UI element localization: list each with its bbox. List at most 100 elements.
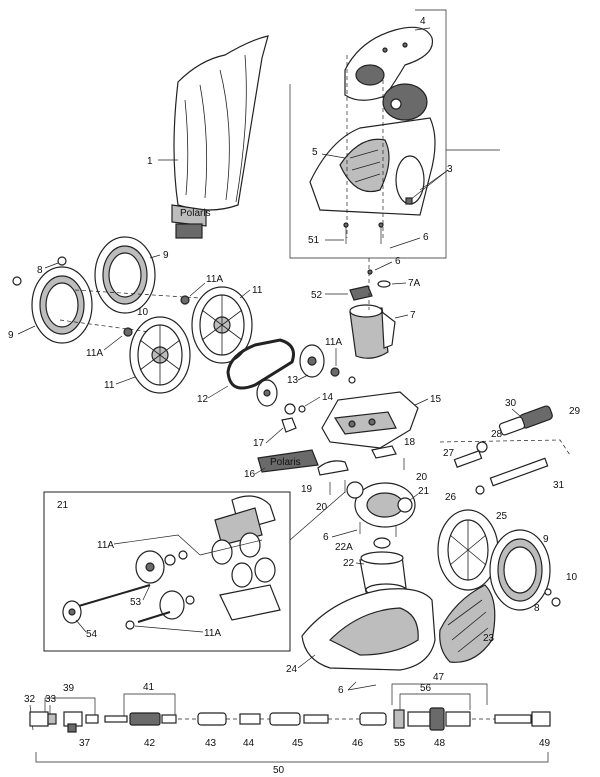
hose-ring-55 [393, 709, 405, 729]
label-21-right: 21 [418, 486, 430, 497]
turbine-21 [346, 481, 416, 528]
label-22a: 22A [335, 542, 353, 553]
label-21-inset: 21 [57, 500, 69, 511]
label-24: 24 [286, 664, 298, 675]
label-6-b: 6 [395, 256, 401, 267]
label-8-left: 8 [37, 265, 43, 276]
screw-6-b [367, 269, 373, 275]
label-11-upper: 11 [252, 285, 263, 296]
bottom-plate-24 [301, 588, 436, 671]
o-ring-22a [373, 537, 391, 549]
wall-fitting-32-33 [29, 711, 57, 727]
label-20-a: 20 [316, 502, 328, 513]
label-20-b: 20 [416, 472, 428, 483]
label-9-right: 9 [543, 534, 549, 545]
label-4: 4 [420, 16, 426, 27]
in-line-filter-48 [407, 707, 471, 731]
label-18: 18 [404, 437, 416, 448]
drive-belt [226, 338, 295, 390]
inset-box-21 [43, 491, 291, 652]
tire-9-right [489, 529, 551, 611]
pulley-small [256, 379, 278, 407]
label-13: 13 [287, 375, 299, 386]
latch-18 [371, 445, 397, 459]
label-27: 27 [443, 448, 455, 459]
label-47: 47 [433, 672, 445, 683]
inset-gear-left [135, 550, 188, 584]
label-51: 51 [308, 235, 320, 246]
label-11a-c: 11A [325, 337, 342, 348]
chassis-15 [321, 391, 419, 449]
label-6-top: 6 [423, 232, 429, 243]
label-16: 16 [244, 469, 256, 480]
inset-gearbox-bottom [219, 584, 281, 621]
label-25: 25 [496, 511, 508, 522]
label-52: 52 [311, 290, 323, 301]
label-11-lower: 11 [104, 380, 115, 391]
label-1: 1 [147, 156, 153, 167]
bearing-11a-b [123, 327, 133, 337]
assembly-bracket-2 [289, 9, 447, 259]
hose-segment [494, 714, 532, 724]
fitting-28 [476, 441, 488, 453]
wheel-11-upper [191, 286, 253, 364]
label-37: 37 [79, 738, 91, 749]
idler-14 [284, 403, 306, 415]
label-30: 30 [505, 398, 517, 409]
label-22: 22 [343, 558, 355, 569]
label-45: 45 [292, 738, 304, 749]
label-48: 48 [434, 738, 446, 749]
tire-9-left-inner [94, 236, 156, 314]
swivel-45 [269, 712, 329, 726]
label-56: 56 [420, 683, 432, 694]
bearing-10-right [544, 588, 552, 596]
connector-44 [239, 713, 261, 725]
washer-8-right [551, 597, 561, 607]
inset-gear-bottom [125, 590, 195, 630]
bearing-11a-c [330, 367, 340, 377]
label-11a-b: 11A [86, 348, 103, 359]
scrubber-23 [439, 584, 496, 663]
label-53: 53 [130, 597, 142, 608]
label-55: 55 [394, 738, 406, 749]
backup-valve-30 [498, 416, 526, 436]
body-housing [309, 117, 436, 216]
pressure-relief-37 [63, 711, 83, 733]
label-49: 49 [539, 738, 551, 749]
washer-8-left-b [57, 256, 67, 266]
quick-disconnect-46 [359, 712, 387, 726]
top-cover [344, 26, 434, 101]
filter-bag: Polaris [171, 35, 269, 239]
wheel-11-lower [129, 316, 191, 394]
label-7a: 7A [408, 278, 421, 289]
label-6-c: 6 [323, 532, 329, 543]
label-3: 3 [447, 164, 453, 175]
label-6-d: 6 [338, 685, 344, 696]
label-5: 5 [312, 147, 318, 158]
label-11a-d: 11A [97, 540, 114, 551]
universal-wall-fitting-49 [531, 711, 551, 727]
o-ring-7a [377, 280, 391, 288]
inset-gear-54 [62, 600, 82, 624]
label-42: 42 [144, 738, 156, 749]
connector-a [85, 714, 99, 724]
water-tube-7 [349, 304, 396, 359]
bag-logo: Polaris [180, 208, 211, 219]
hose-31 [489, 457, 549, 487]
pulley-large [299, 344, 325, 378]
clamp-26 [475, 485, 485, 495]
hose-swivel-42 [104, 712, 177, 726]
wheel-25 [437, 509, 499, 591]
label-33: 33 [45, 694, 57, 705]
label-31: 31 [553, 480, 565, 491]
tire-9-left-outer [31, 266, 93, 344]
float-housing [382, 83, 428, 121]
label-50: 50 [273, 765, 285, 776]
hose-fitting-27 [453, 450, 483, 468]
label-29: 29 [569, 406, 581, 417]
label-8-right: 8 [534, 603, 540, 614]
washer-8-left [12, 276, 22, 286]
label-41: 41 [143, 682, 155, 693]
label-32: 32 [24, 694, 36, 705]
